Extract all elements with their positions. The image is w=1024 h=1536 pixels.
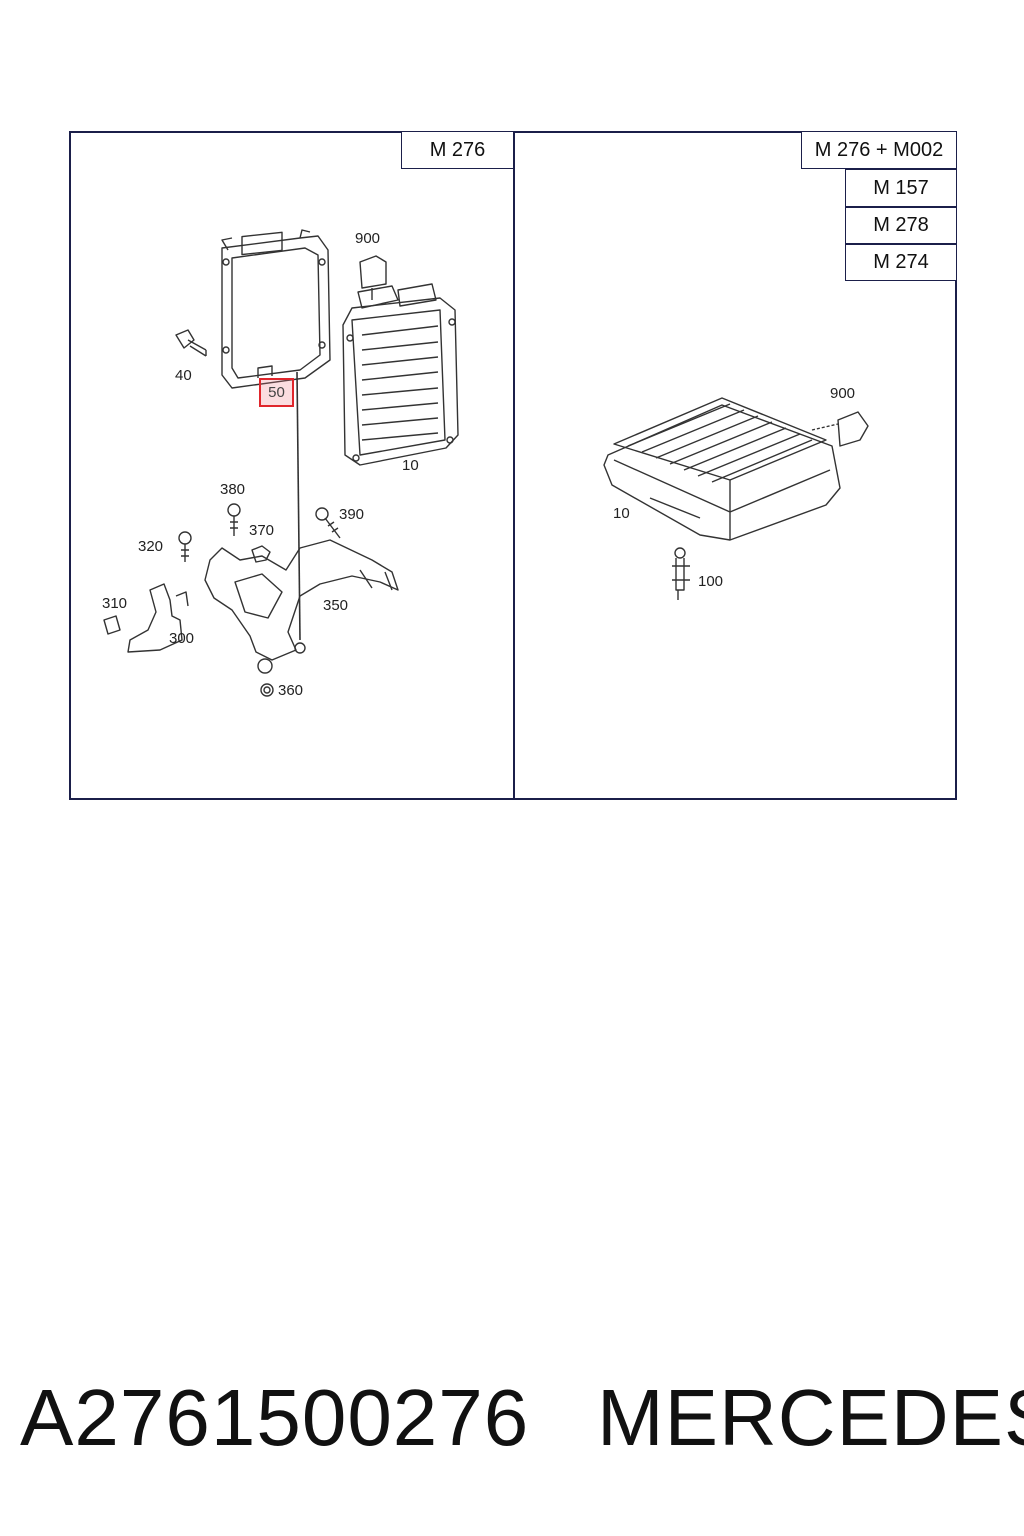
clip-310 xyxy=(103,615,121,635)
ecu-cover-bracket xyxy=(221,229,331,389)
bracket-300 xyxy=(127,583,189,653)
callout-900-right: 900 xyxy=(830,385,856,402)
screw-390 xyxy=(315,507,341,539)
callout-40: 40 xyxy=(175,367,192,384)
callout-390: 390 xyxy=(339,506,365,523)
right-model-tag-4: M 274 xyxy=(845,244,957,281)
screw-380 xyxy=(227,503,241,536)
callout-350: 350 xyxy=(323,597,349,614)
screw-320 xyxy=(178,531,192,562)
callout-100: 100 xyxy=(698,573,724,590)
panel-divider xyxy=(513,131,515,800)
bracket-350 xyxy=(204,539,399,674)
callout-320: 320 xyxy=(138,538,164,555)
callout-360: 360 xyxy=(278,682,304,699)
callout-900-left: 900 xyxy=(355,230,381,247)
left-model-tag: M 276 xyxy=(401,131,514,169)
parts-drawing xyxy=(103,229,869,697)
right-model-tag-1: M 276 + M002 xyxy=(801,131,957,169)
ecu-module-10 xyxy=(342,283,459,466)
right-model-tag-3: M 278 xyxy=(845,207,957,244)
callout-10-right: 10 xyxy=(613,505,630,522)
nut-370 xyxy=(251,545,271,563)
part-number: A2761500276 xyxy=(20,1373,530,1462)
callout-380: 380 xyxy=(220,481,246,498)
right-model-tag-2: M 157 xyxy=(845,169,957,207)
connector-900-right xyxy=(811,411,869,447)
callout-10-left: 10 xyxy=(402,457,419,474)
connector-900 xyxy=(359,255,387,300)
callout-370: 370 xyxy=(249,522,275,539)
brand-name: MERCEDES xyxy=(597,1373,1024,1462)
nut-360 xyxy=(260,683,274,697)
highlight-callout-50[interactable]: 50 xyxy=(259,378,294,407)
ecu-module-10-right xyxy=(603,397,841,541)
screw-40 xyxy=(175,329,207,357)
callout-300: 300 xyxy=(169,630,195,647)
callout-310: 310 xyxy=(102,595,128,612)
part-100 xyxy=(672,547,690,600)
